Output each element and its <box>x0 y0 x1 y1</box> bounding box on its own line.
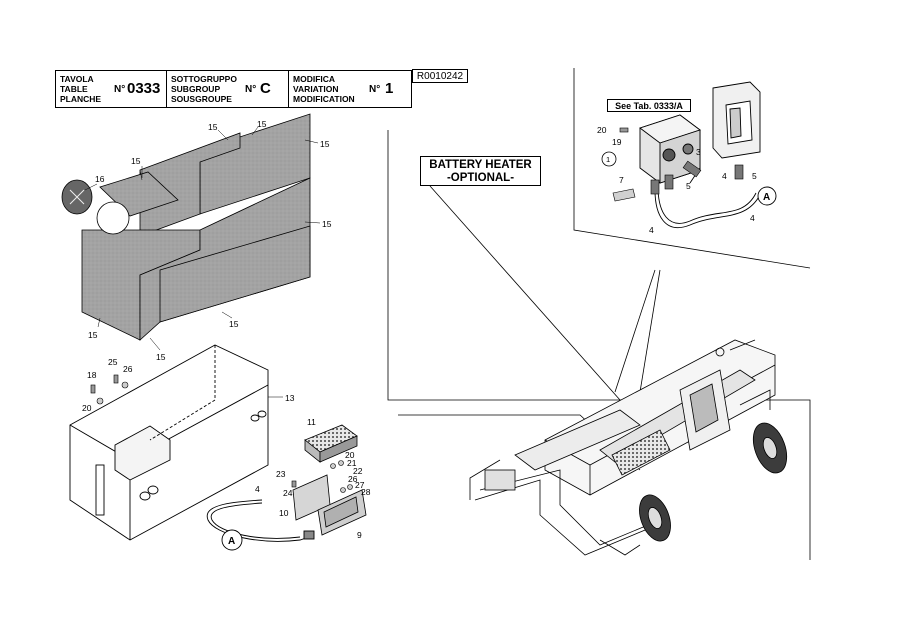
battery-heater-box: BATTERY HEATER -OPTIONAL- <box>420 156 541 186</box>
callout-23: 23 <box>276 469 286 479</box>
callout-21: 21 <box>347 458 357 468</box>
leader-heater <box>429 185 621 401</box>
table-word-fr: PLANCHE <box>60 94 102 104</box>
callout-1: 1 <box>606 155 610 164</box>
callout-10: 10 <box>279 508 289 518</box>
callout-20-inset: 20 <box>597 125 607 135</box>
callout-11: 11 <box>307 417 316 427</box>
modification-word-en: VARIATION <box>293 84 339 94</box>
callout-a-right: A <box>763 192 770 203</box>
callout-18: 18 <box>87 370 97 380</box>
leader-inset-1 <box>614 269 656 393</box>
callout-20-right: 20 <box>345 450 355 460</box>
connector-a-left <box>221 529 243 551</box>
callout-5-a: 5 <box>686 181 691 191</box>
reference-code: R0010242 <box>412 69 468 83</box>
reach-stacker <box>469 339 788 556</box>
callout-4-inset-c: 4 <box>750 213 755 223</box>
callout-4-inset-a: 4 <box>722 171 727 181</box>
heater-optional: -OPTIONAL- <box>446 172 515 184</box>
detail-divider <box>387 130 811 560</box>
callout-20-left: 20 <box>82 403 92 413</box>
table-word-it: TAVOLA <box>60 74 94 84</box>
modification-no-label: N° <box>369 84 381 95</box>
callout-28: 28 <box>361 487 371 497</box>
heater-element <box>317 489 367 536</box>
subgroup-letter: C <box>260 80 271 97</box>
table-cell: TAVOLA TABLE PLANCHE N° 0333 <box>56 71 167 107</box>
subgroup-cell: SOTTOGRUPPO SUBGROUP SOUSGROUPE N° C <box>167 71 289 107</box>
callout-a-left: A <box>228 536 235 547</box>
insulation-panels <box>81 113 311 341</box>
table-number: 0333 <box>127 80 161 97</box>
callout-15-d: 15 <box>131 156 141 166</box>
heater-title: BATTERY HEATER <box>429 159 532 171</box>
inset-screw <box>619 127 629 133</box>
modification-word-it: MODIFICA <box>293 74 336 84</box>
modification-word-fr: MODIFICATION <box>293 94 355 104</box>
callout-15-c: 15 <box>320 139 330 149</box>
panel-lower-right <box>159 225 311 323</box>
heater-grille <box>304 424 358 463</box>
subgroup-no-label: N° <box>245 84 257 95</box>
warning-label <box>612 188 636 202</box>
inset-divider <box>573 68 811 269</box>
callout-3: 3 <box>696 147 701 157</box>
callout-9: 9 <box>357 530 362 540</box>
callout-15-g: 15 <box>229 319 239 329</box>
callout-19: 19 <box>612 137 622 147</box>
callout-13: 13 <box>285 393 295 403</box>
control-box-callout-circle <box>601 151 617 167</box>
glands <box>650 160 744 195</box>
left-cable <box>206 499 315 542</box>
connector-a-right <box>757 186 777 206</box>
callout-16: 16 <box>95 174 105 184</box>
callout-22: 22 <box>353 466 363 476</box>
callout-26-left: 26 <box>123 364 133 374</box>
callout-15-b: 15 <box>257 119 267 129</box>
callout-26-right: 26 <box>348 474 358 484</box>
modification-number: 1 <box>385 80 394 97</box>
title-block: TAVOLA TABLE PLANCHE N° 0333 SOTTOGRUPPO… <box>55 70 412 108</box>
callout-15-h: 15 <box>156 352 166 362</box>
table-no-label: N° <box>114 84 126 95</box>
modification-cell: MODIFICA VARIATION MODIFICATION N° 1 <box>289 71 411 107</box>
round-cover <box>61 179 93 215</box>
callout-leaders <box>84 126 321 398</box>
callout-27: 27 <box>355 480 365 490</box>
callout-15-e: 15 <box>322 219 332 229</box>
callout-15-a: 15 <box>208 122 218 132</box>
callout-5-b: 5 <box>752 171 757 181</box>
hardware-left <box>90 374 353 493</box>
see-tab-reference: See Tab. 0333/A <box>607 99 691 112</box>
heater-cabinet <box>712 81 761 159</box>
callout-24: 24 <box>283 488 293 498</box>
battery-box <box>69 344 269 541</box>
leader-inset-2 <box>639 269 661 393</box>
callout-4-left: 4 <box>255 484 260 494</box>
panel-cutout <box>96 201 130 235</box>
subgroup-word-fr: SOUSGROUPE <box>171 94 232 104</box>
subgroup-word-en: SUBGROUP <box>171 84 221 94</box>
callout-4-inset-b: 4 <box>649 225 654 235</box>
table-word-en: TABLE <box>60 84 88 94</box>
callout-15-f: 15 <box>88 330 98 340</box>
subgroup-word-it: SOTTOGRUPPO <box>171 74 237 84</box>
callout-7: 7 <box>619 175 624 185</box>
callout-25: 25 <box>108 357 118 367</box>
